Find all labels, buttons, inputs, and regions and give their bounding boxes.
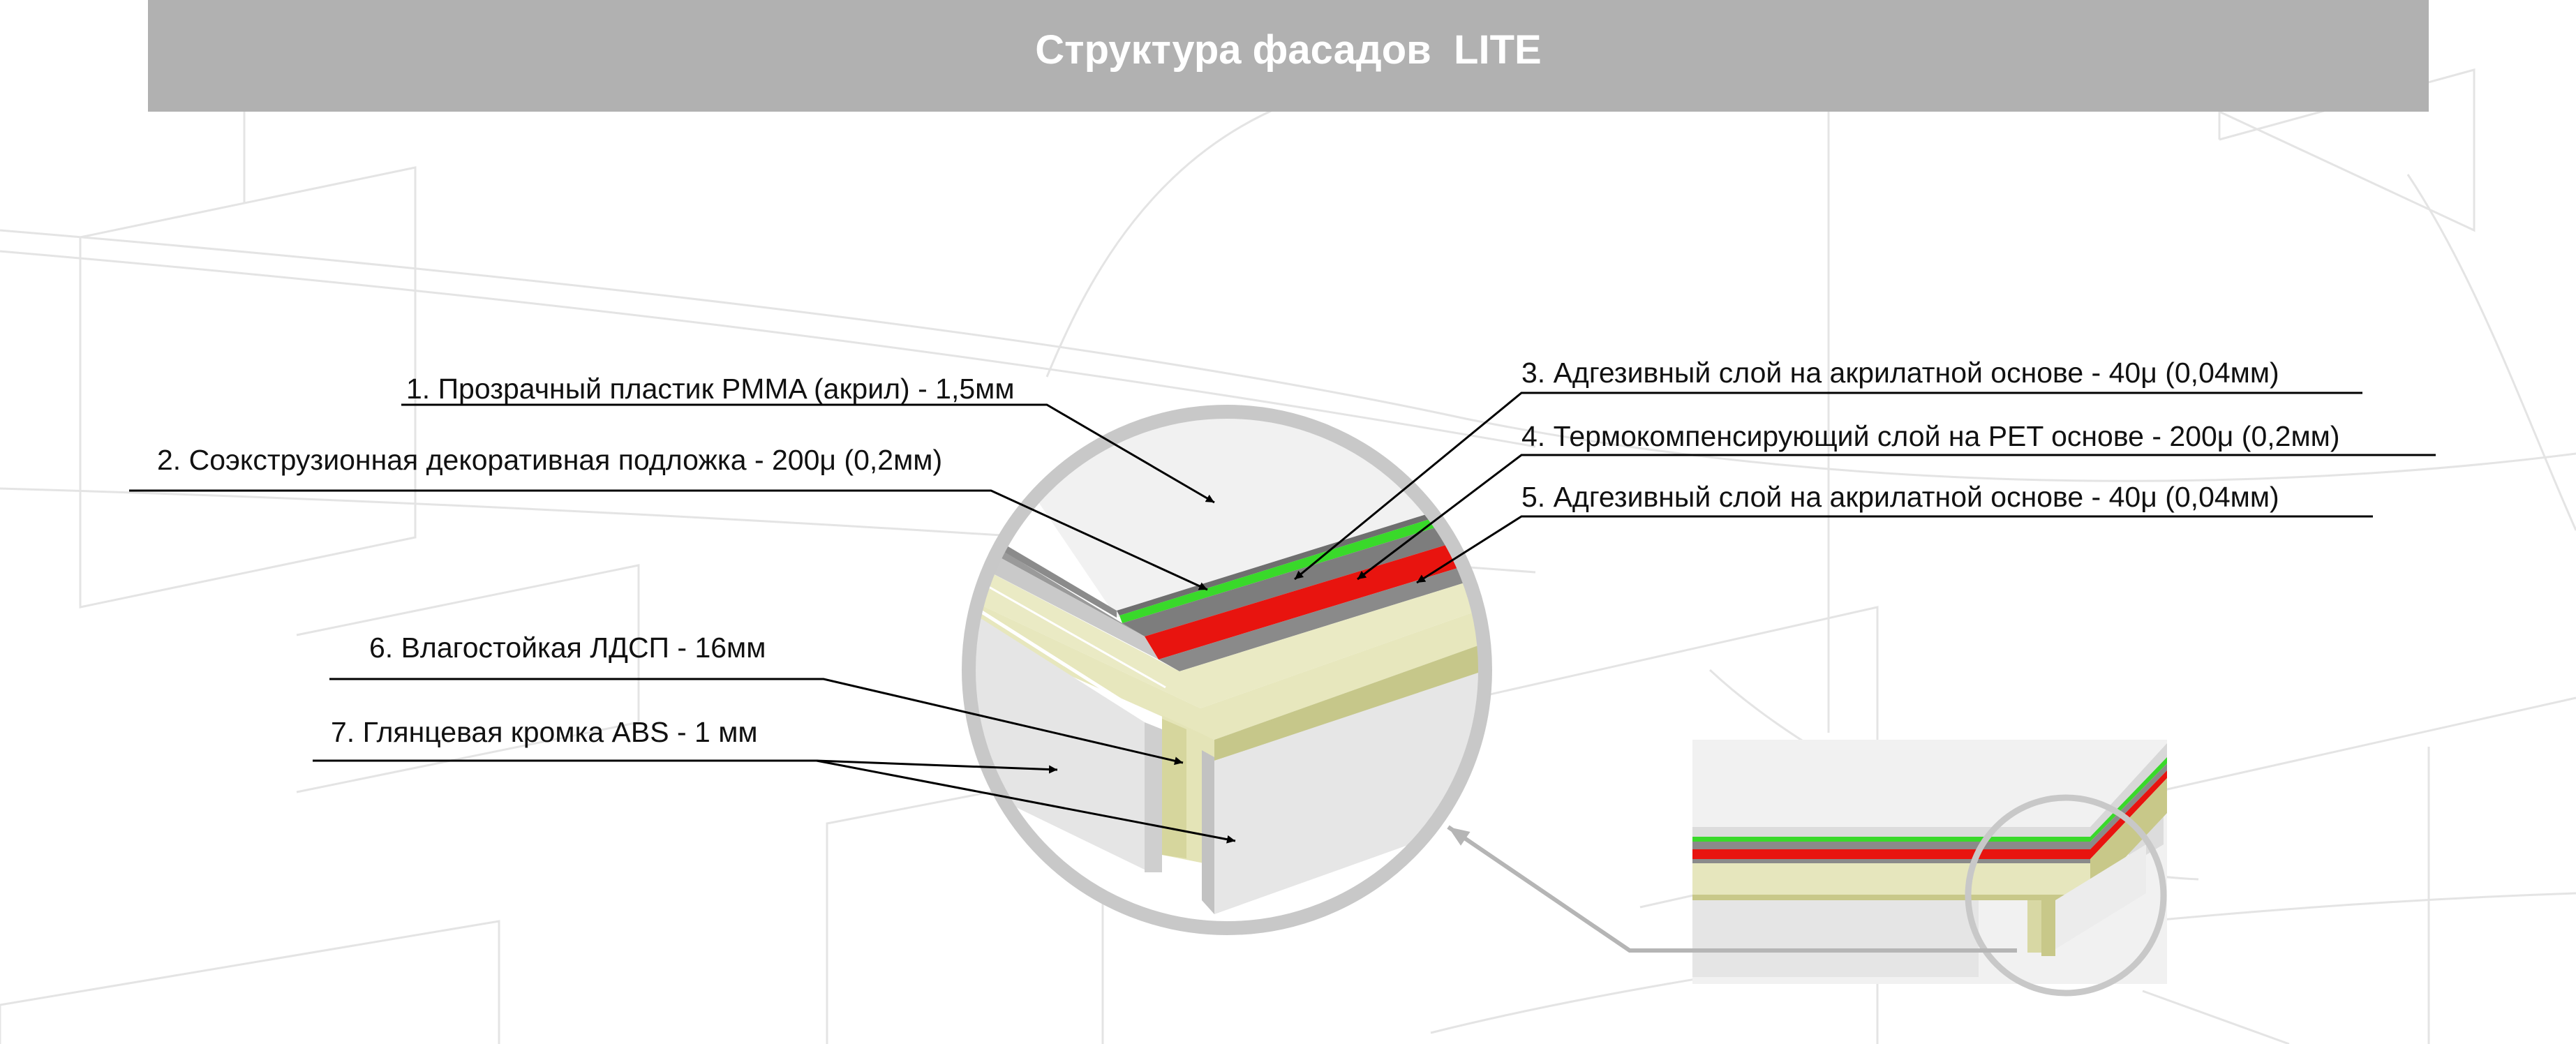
label-layer-2: 2. Соэкструзионная декоративная подложка… xyxy=(157,444,943,476)
label-layer-7: 7. Глянцевая кромка ABS - 1 мм xyxy=(331,716,758,748)
magnifier-ring xyxy=(962,405,1492,935)
label-layer-5: 5. Адгезивный слой на акрилатной основе … xyxy=(1521,481,2279,513)
page-title: Структура фасадов LITE xyxy=(1035,27,1542,73)
leader-lines xyxy=(129,392,2436,844)
facade-thumbnail xyxy=(1447,740,2167,997)
label-layer-3: 3. Адгезивный слой на акрилатной основе … xyxy=(1521,357,2279,389)
label-layer-6: 6. Влагостойкая ЛДСП - 16мм xyxy=(369,632,766,664)
title-bar: Структура фасадов LITE xyxy=(148,0,2429,112)
label-layer-4: 4. Термокомпенсирующий слой на PET основ… xyxy=(1521,420,2340,452)
label-layer-1: 1. Прозрачный пластик PMMA (акрил) - 1,5… xyxy=(406,373,1015,405)
